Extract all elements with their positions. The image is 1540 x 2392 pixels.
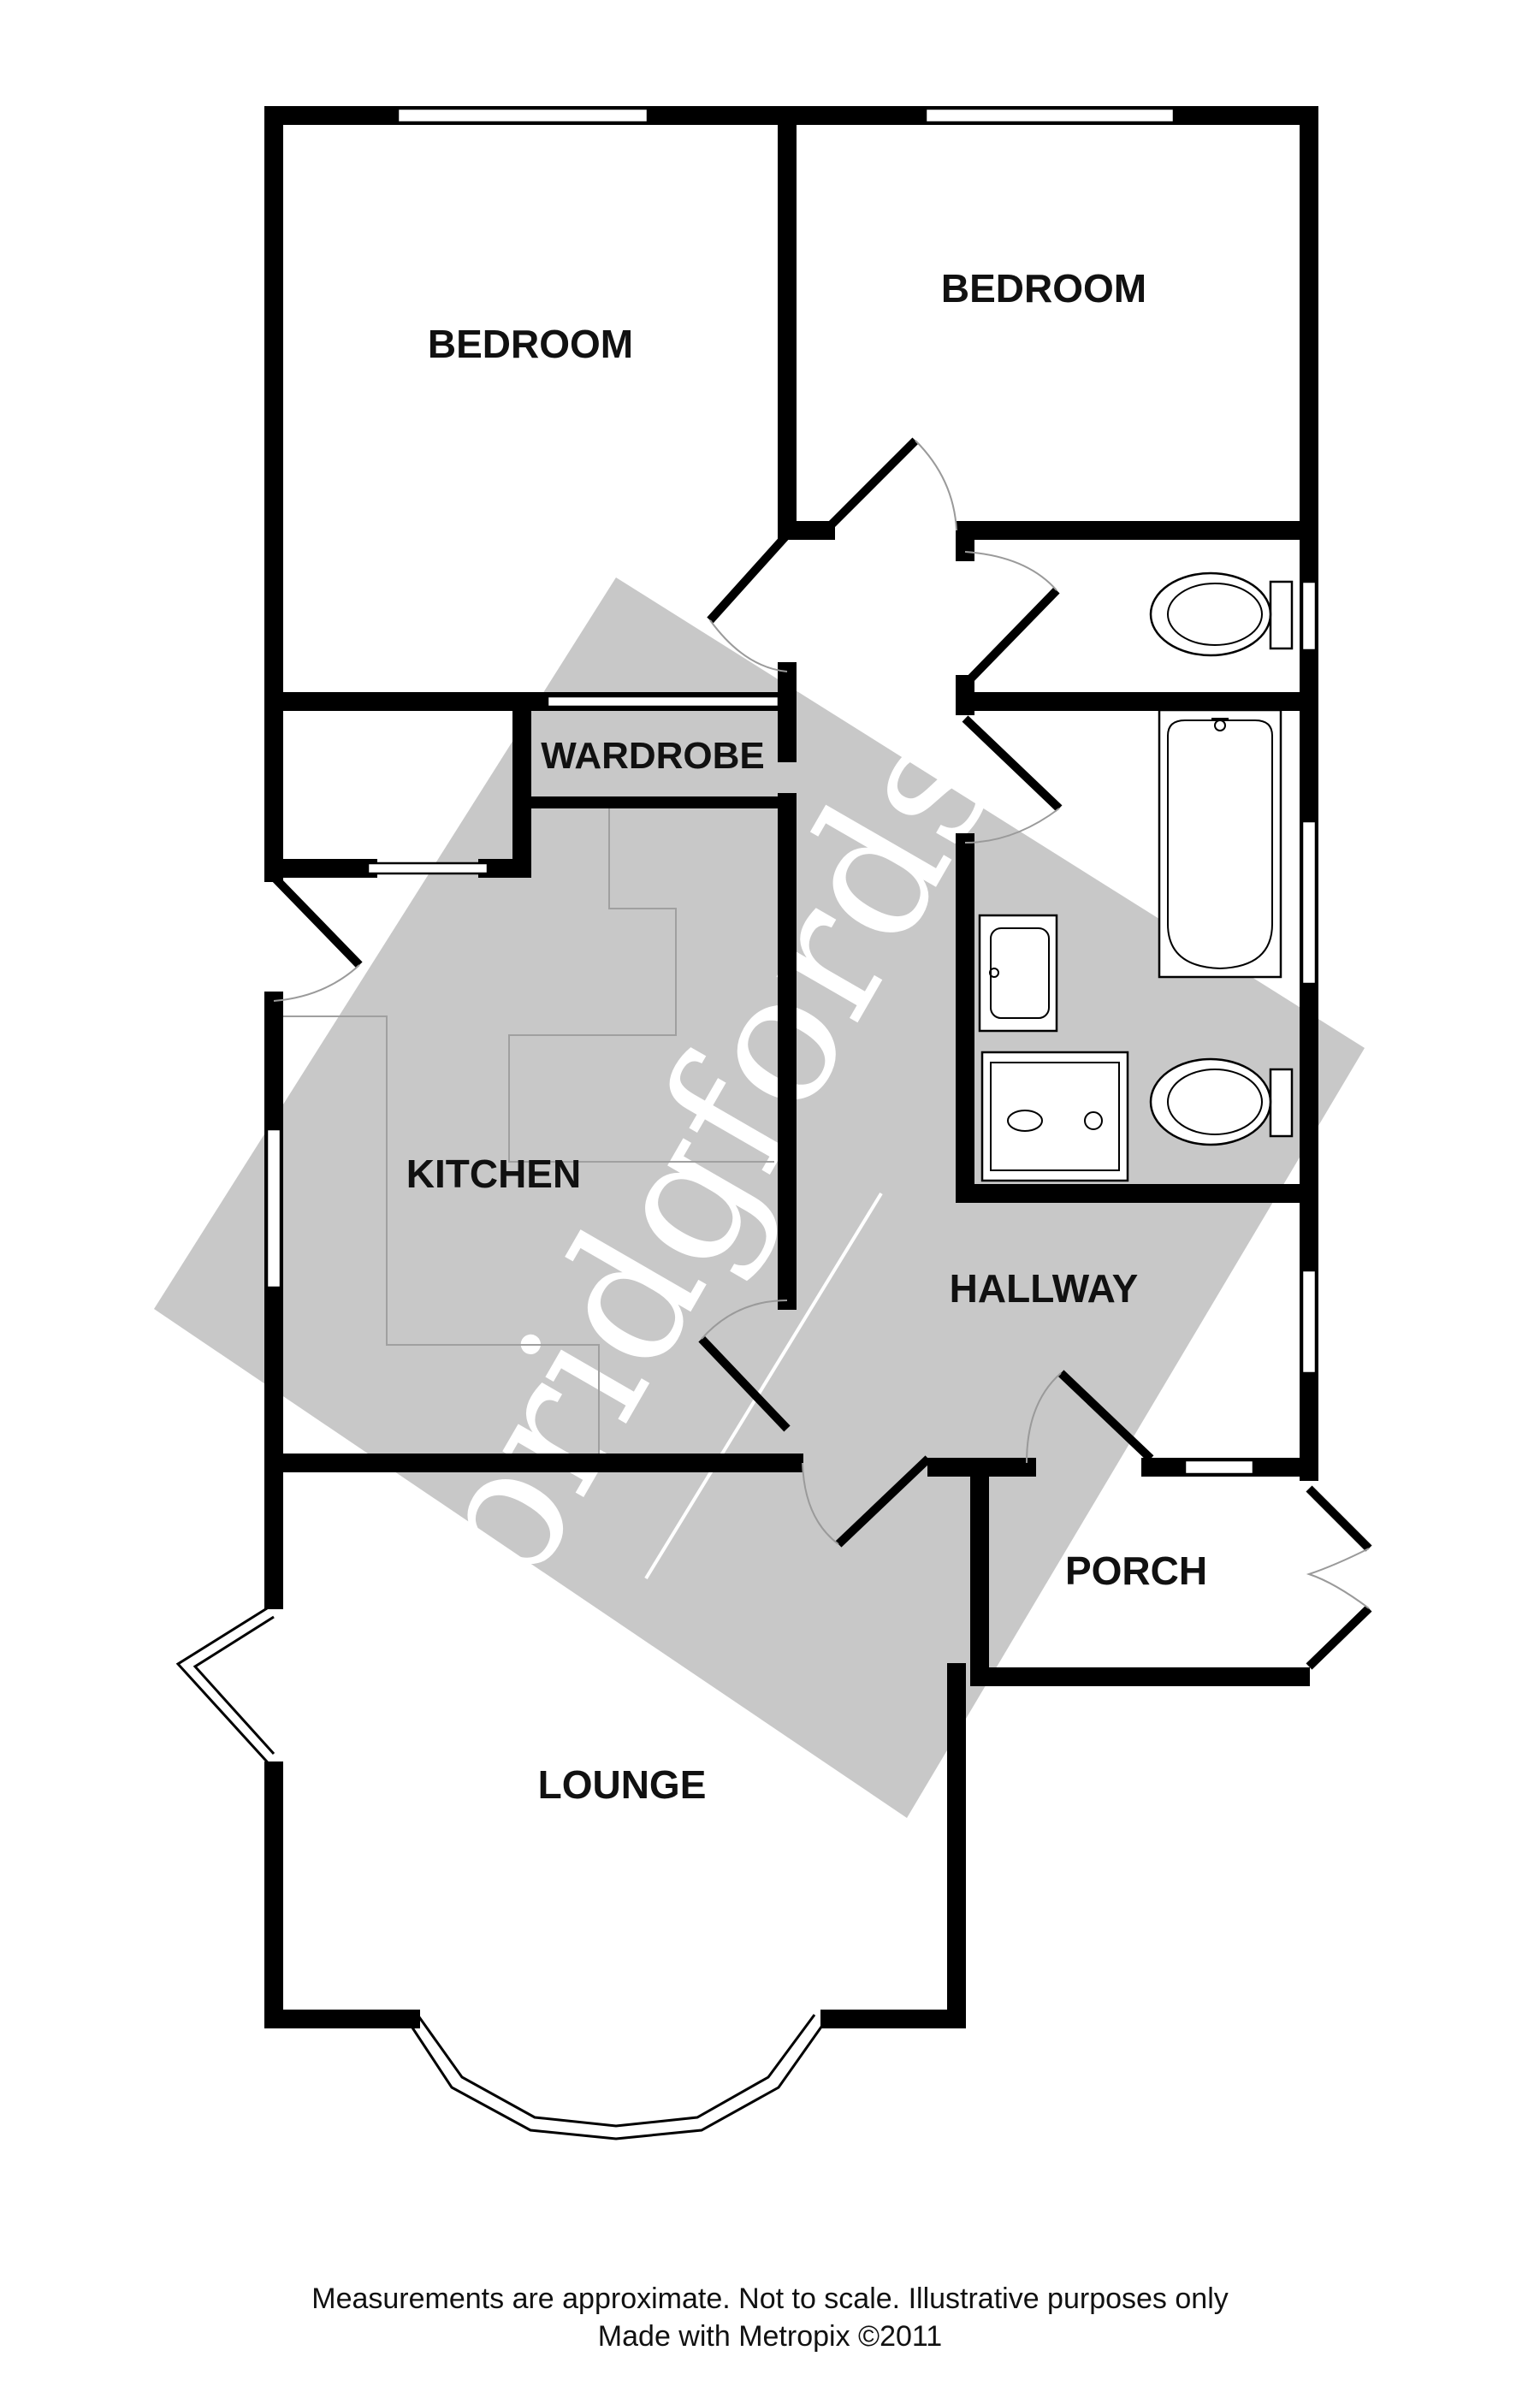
- porch-front-door-swing: [1306, 1548, 1370, 1609]
- bay-window-inner: [416, 2014, 816, 2128]
- watermark-divider: [644, 1192, 883, 1580]
- wc-window: [1300, 580, 1318, 652]
- wardrobe-door: [546, 695, 780, 708]
- lounge-door-swing: [802, 1462, 839, 1545]
- kitchen-door: [698, 1335, 791, 1432]
- kitchen-door-swing: [701, 1300, 788, 1340]
- bedroom2-door-swing: [915, 440, 957, 531]
- bedroom1-window: [396, 107, 649, 124]
- porch-inner-door-swing: [1026, 1372, 1062, 1464]
- room-label-lounge: LOUNGE: [538, 1762, 707, 1807]
- wc-door-swing: [964, 551, 1057, 591]
- footer-credit: Made with Metropix ©2011: [597, 2320, 943, 2353]
- wash-basin: [978, 914, 1058, 1033]
- watermark-diamond: [154, 577, 1365, 1818]
- porch-front-door-upper: [1306, 1485, 1372, 1552]
- store-door: [270, 873, 363, 968]
- wc-toilet: [1149, 571, 1294, 657]
- porch-window: [1183, 1459, 1255, 1476]
- bath: [1158, 708, 1282, 979]
- windows: [175, 107, 1318, 2140]
- bedroom2-window: [924, 107, 1176, 124]
- porch-inner-door: [1057, 1370, 1154, 1462]
- lounge-side-window-outer: [175, 1602, 275, 1771]
- fixtures: [978, 571, 1294, 1182]
- room-label-hallway: HALLWAY: [950, 1266, 1139, 1311]
- footer-disclaimer: Measurements are approximate. Not to sca…: [311, 2282, 1229, 2315]
- room-label-bedroom-2: BEDROOM: [941, 266, 1146, 311]
- kitchen-window: [265, 1128, 282, 1289]
- porch-front-door-lower: [1306, 1605, 1372, 1670]
- store-door-swing: [273, 964, 360, 1002]
- room-label-kitchen: KITCHEN: [406, 1152, 581, 1196]
- room-label-porch: PORCH: [1065, 1548, 1207, 1593]
- bathroom-door: [962, 715, 1063, 812]
- bedroom2-door: [822, 437, 919, 534]
- bathroom-toilet: [1149, 1057, 1294, 1146]
- bathroom-door-swing: [964, 808, 1060, 844]
- store-window: [366, 861, 489, 875]
- bay-window-outer: [402, 2014, 832, 2140]
- worktop-upper: [508, 804, 774, 1163]
- shower-tray: [980, 1051, 1129, 1182]
- bedroom1-door: [707, 531, 791, 624]
- bathroom-window: [1300, 820, 1318, 986]
- hallway-window: [1300, 1269, 1318, 1375]
- room-label-wardrobe: WARDROBE: [541, 735, 765, 777]
- lounge-door: [835, 1455, 932, 1548]
- worktop-left: [282, 1015, 600, 1454]
- wc-door: [962, 587, 1060, 688]
- room-label-bedroom-1: BEDROOM: [428, 322, 633, 366]
- kitchen-worktops: [282, 804, 774, 1454]
- bedroom1-door-swing: [709, 619, 788, 672]
- lounge-side-window-inner: [192, 1615, 275, 1756]
- doors: [270, 437, 1372, 1670]
- room-labels: BEDROOM BEDROOM WARDROBE KITCHEN HALLWAY…: [406, 266, 1207, 1807]
